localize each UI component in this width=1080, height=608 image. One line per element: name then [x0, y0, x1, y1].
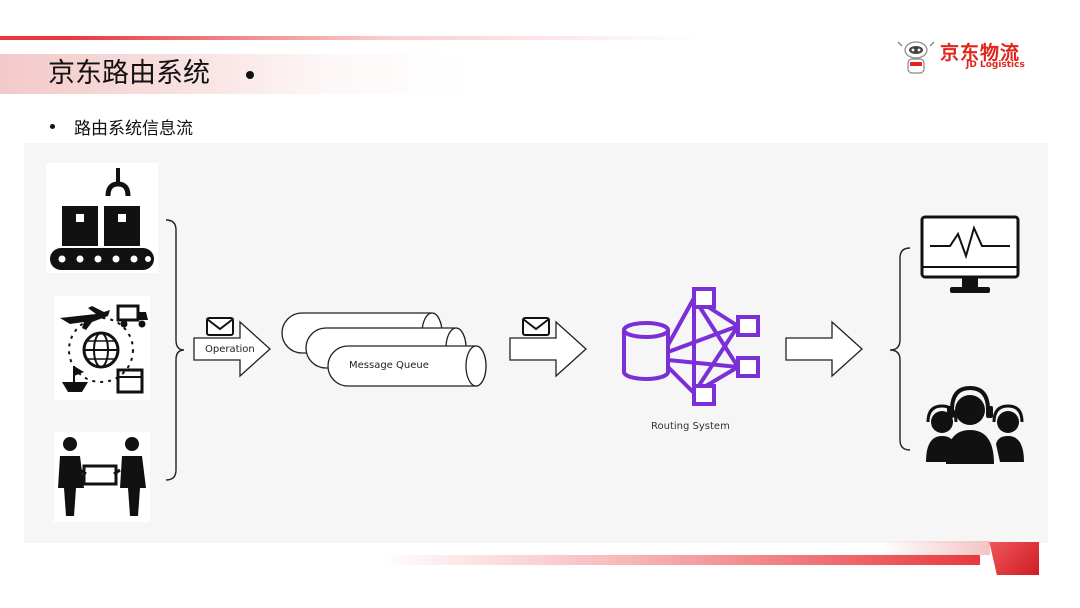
message-queue-label: Message Queue — [349, 360, 429, 371]
message-queue-cylinders — [281, 312, 487, 387]
footer-corner-accent — [989, 542, 1039, 575]
routing-system-label: Routing System — [651, 421, 730, 432]
title-dot — [246, 71, 254, 79]
logo-en-text: JD Logistics — [966, 60, 1025, 70]
conveyor-robot-arm-icon — [50, 168, 154, 270]
global-logistics-icon — [60, 304, 148, 394]
jd-logistics-logo: 京东物流 JD Logistics — [896, 38, 1036, 78]
monitor-icon — [920, 215, 1020, 293]
page-title: 京东路由系统 — [48, 58, 210, 89]
header-accent-line — [0, 36, 700, 40]
operation-label: Operation — [205, 344, 255, 355]
routing-system-icon — [622, 287, 760, 406]
customer-service-icon — [926, 385, 1024, 464]
sources-brace — [165, 219, 185, 481]
operation-arrow — [193, 320, 271, 378]
title-band — [0, 54, 470, 94]
logo-cn-text: 京东物流 — [940, 42, 1021, 64]
queue-to-routing-arrow — [509, 320, 587, 378]
parcel-handover-icon — [58, 437, 146, 516]
section-subtitle: 路由系统信息流 — [74, 119, 193, 139]
jd-mascot-icon — [897, 41, 935, 74]
routing-to-consumers-arrow — [785, 320, 863, 378]
footer-accent-bar — [380, 555, 980, 565]
bullet-dot — [50, 124, 55, 129]
consumers-brace — [889, 247, 911, 451]
envelope-icon-2 — [522, 317, 550, 336]
footer-shade — [880, 541, 990, 555]
envelope-icon — [206, 317, 234, 336]
